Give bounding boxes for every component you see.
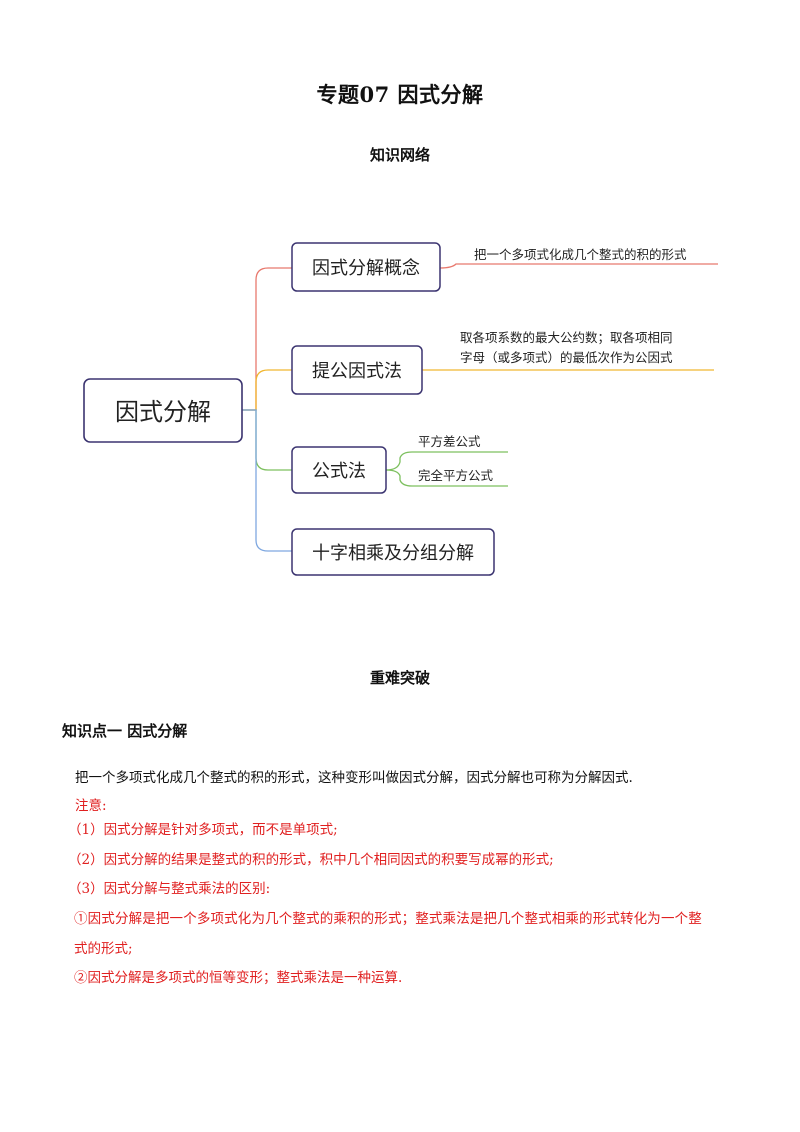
- connector-common-factor: [242, 369, 292, 411]
- note-formula-1: 平方差公式: [418, 434, 481, 449]
- root-node: [83, 378, 243, 443]
- definition-text: 把一个多项式化成几个整式的积的形式，这种变形叫做因式分解，因式分解也可称为分解因…: [75, 770, 633, 786]
- difference-1-line-2: 式的形式;: [74, 941, 133, 957]
- mind-map: 因式分解 因式分解概念 提公因式法 公式法 十字相乘及分组分解 把一个多项式化成…: [83, 242, 718, 576]
- branch-label-formula: 公式法: [312, 461, 366, 482]
- mindmap-heading: 知识网络: [369, 146, 430, 164]
- knowledge-point-title: 知识点一 因式分解: [62, 722, 188, 740]
- branch-label-cross: 十字相乘及分组分解: [312, 543, 474, 564]
- root-label: 因式分解: [115, 398, 211, 426]
- branch-label-common-factor: 提公因式法: [312, 361, 402, 382]
- note-common-factor-2: 字母（或多项式）的最低次作为公因式: [460, 350, 673, 365]
- note-label: 注意:: [75, 798, 107, 814]
- note-item-1: （1）因式分解是针对多项式，而不是单项式;: [68, 822, 338, 838]
- difference-2: ②因式分解是多项式的恒等变形；整式乘法是一种运算.: [74, 970, 403, 986]
- connector-concept: [242, 267, 292, 411]
- branch-node-cross: [291, 528, 495, 576]
- connector-cross: [242, 409, 292, 552]
- branch-node-formula: [291, 446, 387, 494]
- branch-node-common-factor: [291, 345, 423, 395]
- difference-1-line-1: ①因式分解是把一个多项式化为几个整式的乘积的形式；整式乘法是把几个整式相乘的形式…: [74, 911, 702, 927]
- formula-note-line-1: [385, 451, 508, 471]
- formula-note-line-2: [385, 469, 508, 487]
- branch-label-concept: 因式分解概念: [312, 257, 420, 279]
- branch-node-concept: [291, 242, 441, 292]
- connector-formula: [242, 409, 292, 471]
- section-heading: 重难突破: [369, 669, 430, 687]
- page-title: 专题07 因式分解: [316, 82, 484, 107]
- note-item-2: （2）因式分解的结果是整式的积的形式，积中几个相同因式的积要写成幂的形式;: [68, 852, 554, 868]
- note-concept: 把一个多项式化成几个整式的积的形式: [474, 247, 687, 262]
- note-item-3: （3）因式分解与整式乘法的区别:: [68, 881, 271, 897]
- note-formula-2: 完全平方公式: [418, 468, 494, 483]
- concept-note-line: [439, 263, 718, 269]
- note-common-factor-1: 取各项系数的最大公约数；取各项相同: [460, 330, 673, 345]
